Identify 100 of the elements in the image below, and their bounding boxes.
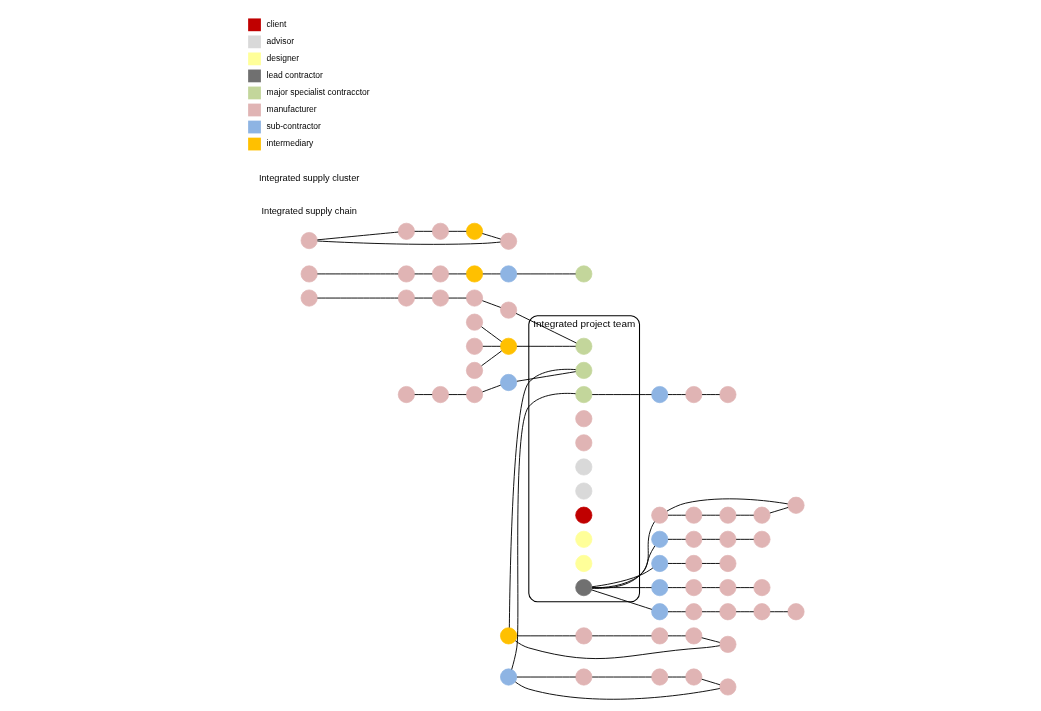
node-circle bbox=[499, 627, 517, 645]
connector bbox=[701, 538, 720, 540]
connector bbox=[666, 498, 788, 512]
connector bbox=[667, 587, 686, 589]
connector bbox=[481, 345, 501, 347]
node-circle bbox=[650, 386, 668, 404]
connector bbox=[508, 368, 576, 629]
node-circle bbox=[684, 530, 702, 548]
node-circle bbox=[752, 603, 770, 621]
node-circle bbox=[718, 678, 736, 696]
node-circle bbox=[718, 530, 736, 548]
connector bbox=[700, 678, 720, 686]
legend-label: intermediary bbox=[266, 138, 313, 149]
connector bbox=[590, 589, 652, 610]
connector bbox=[701, 394, 720, 395]
connector bbox=[510, 392, 576, 670]
node-circle bbox=[650, 603, 668, 621]
node-circle bbox=[431, 265, 449, 283]
connector bbox=[591, 545, 655, 589]
node-circle bbox=[300, 265, 318, 283]
node-circle bbox=[431, 289, 449, 307]
connector bbox=[701, 514, 720, 516]
node-circle bbox=[574, 530, 592, 548]
connector bbox=[768, 507, 789, 514]
connector bbox=[769, 611, 788, 613]
connector bbox=[447, 230, 467, 232]
connector bbox=[667, 394, 686, 395]
node-circle bbox=[787, 496, 804, 514]
node-circle bbox=[499, 337, 517, 355]
node-circle bbox=[499, 668, 517, 686]
connector bbox=[515, 635, 576, 637]
node-circle bbox=[574, 361, 592, 379]
label: Integrated supply cluster bbox=[258, 172, 359, 183]
node-circle bbox=[300, 289, 318, 307]
node-circle bbox=[574, 434, 592, 452]
legend-label: client bbox=[266, 19, 286, 30]
node-circle bbox=[499, 301, 517, 319]
node-circle bbox=[787, 603, 804, 621]
connector bbox=[735, 514, 754, 516]
legend-label: lead contractor bbox=[266, 70, 323, 81]
connector bbox=[701, 563, 720, 564]
node-circle bbox=[684, 668, 702, 686]
connector bbox=[413, 230, 433, 232]
connector bbox=[515, 313, 577, 344]
node-circle bbox=[499, 265, 517, 283]
connector bbox=[514, 640, 720, 659]
connector bbox=[735, 611, 754, 613]
node-circle bbox=[574, 482, 592, 500]
node-circle bbox=[718, 579, 736, 597]
node-circle bbox=[397, 222, 415, 240]
cluster: Integrated project team bbox=[527, 315, 640, 603]
label: Integrated supply chain bbox=[261, 205, 357, 216]
legend-label: sub-contractor bbox=[266, 121, 321, 132]
connector bbox=[667, 563, 686, 564]
node-circle bbox=[650, 579, 668, 597]
node-circle bbox=[574, 410, 592, 428]
node-circle bbox=[465, 386, 483, 404]
connector bbox=[316, 240, 501, 245]
node-circle bbox=[718, 635, 736, 653]
node-circle bbox=[465, 361, 483, 379]
node-circle bbox=[499, 374, 517, 391]
node-circle bbox=[431, 222, 449, 240]
connector bbox=[591, 521, 655, 589]
connector bbox=[480, 350, 502, 367]
node-circle bbox=[650, 627, 668, 645]
connector bbox=[481, 384, 501, 393]
node-circle bbox=[574, 554, 592, 572]
node-circle bbox=[574, 386, 592, 404]
node-circle bbox=[650, 668, 668, 686]
connector bbox=[480, 326, 502, 343]
node-circle bbox=[718, 506, 736, 524]
legend-label: advisor bbox=[266, 36, 294, 47]
node-circle bbox=[650, 554, 668, 572]
connector bbox=[667, 538, 686, 540]
node-circle bbox=[431, 386, 449, 404]
connector bbox=[591, 394, 652, 395]
node-circle bbox=[752, 506, 770, 524]
node-circle bbox=[465, 337, 483, 355]
legend-label: designer bbox=[266, 53, 299, 64]
node-circle bbox=[574, 458, 592, 476]
node-circle bbox=[684, 554, 702, 572]
connector bbox=[481, 300, 501, 308]
node-circle bbox=[574, 627, 592, 645]
node-circle bbox=[300, 232, 318, 250]
connector bbox=[700, 637, 720, 643]
legend-label: major specialist contracctor bbox=[266, 87, 370, 98]
node-circle bbox=[650, 506, 668, 524]
node-circle bbox=[574, 668, 592, 686]
connector bbox=[735, 538, 754, 540]
connector bbox=[514, 681, 720, 700]
node-circle bbox=[397, 386, 415, 404]
node-circle bbox=[574, 579, 592, 597]
node-circle bbox=[465, 289, 483, 307]
node-circle bbox=[397, 289, 415, 307]
connector bbox=[591, 587, 652, 589]
connector bbox=[701, 611, 720, 613]
node-circle bbox=[574, 337, 592, 355]
node-circle bbox=[684, 506, 702, 524]
node-circle bbox=[684, 627, 702, 645]
node-circle bbox=[465, 265, 483, 283]
